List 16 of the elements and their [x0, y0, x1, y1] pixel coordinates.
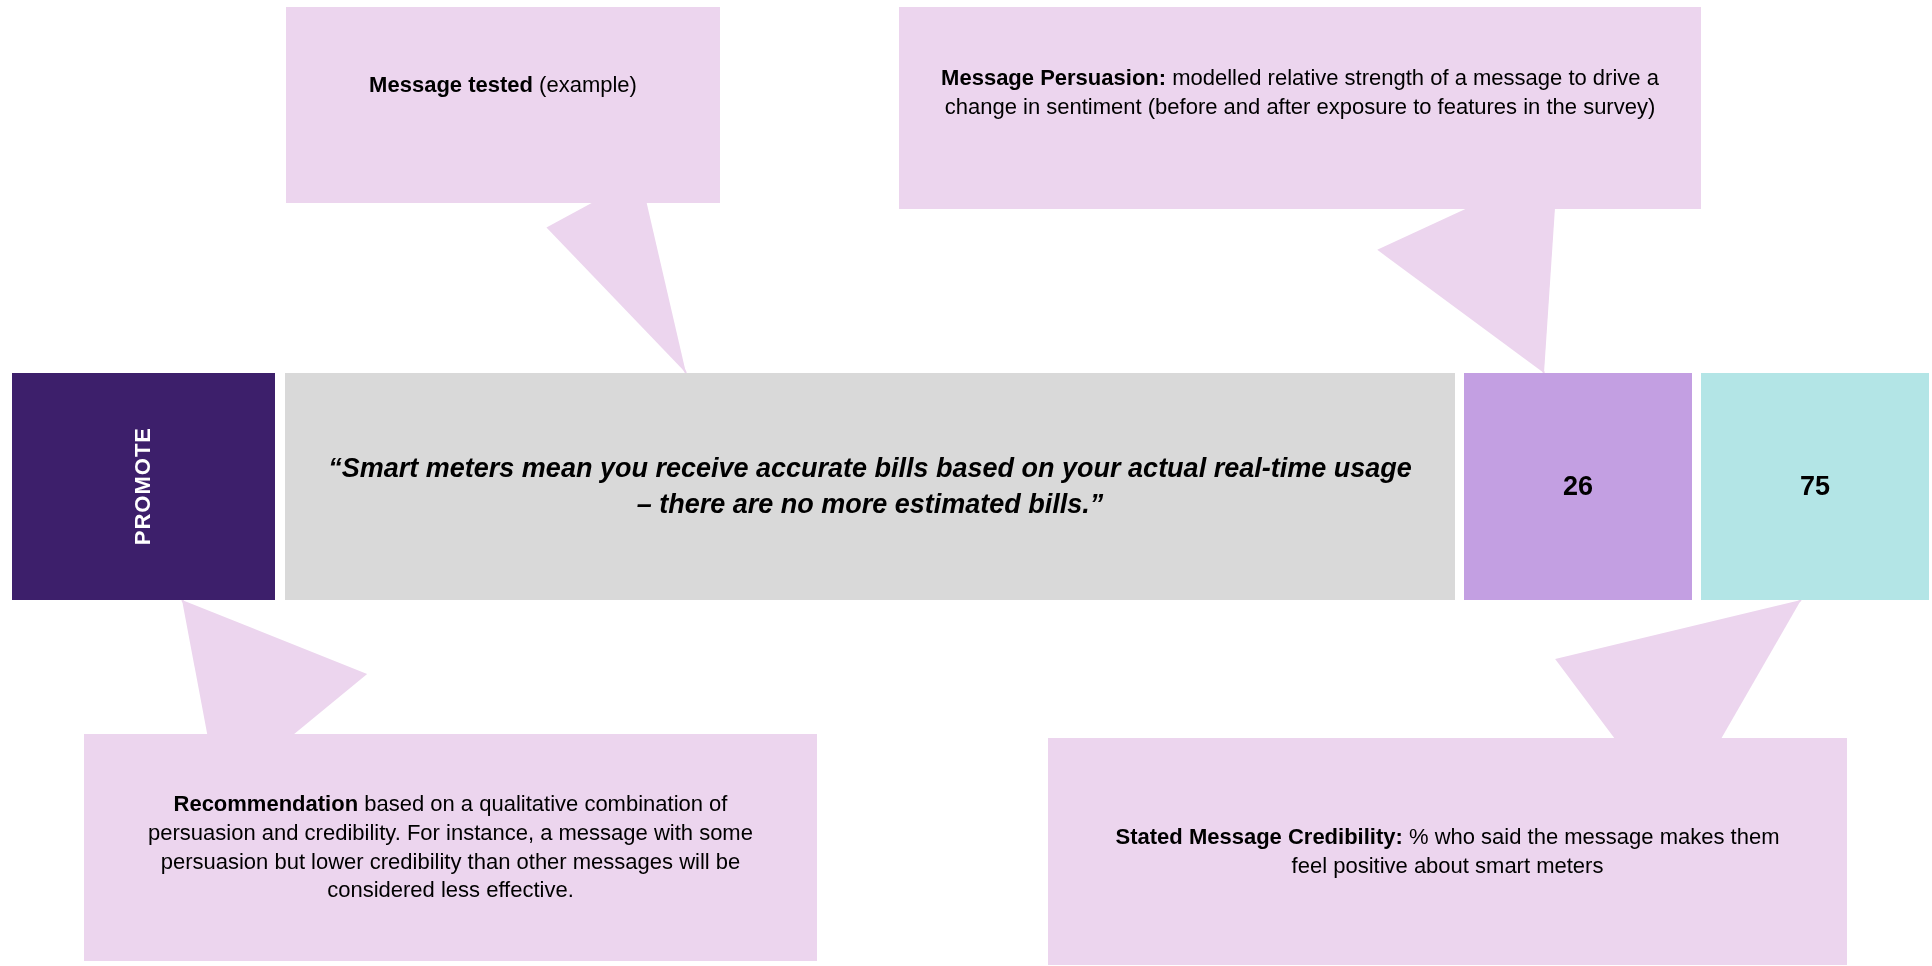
score-value: 75: [1799, 469, 1830, 503]
persuasion-score-box: [1464, 373, 1692, 600]
callout-box: [84, 734, 817, 961]
callout-box: [286, 7, 720, 203]
callout-text: Recommendation based on a qualitative combination of persuasion and credibility. For instance, a message with some persuasion but lower credibility than other messages will be considered less effective.: [147, 790, 754, 905]
credibility-score-box: [1701, 373, 1929, 600]
callout-box: [1048, 738, 1847, 965]
callout-text: Message Persuasion: modelled relative strength of a message to drive a change in sentiment (before and after exposure to features in the survey): [940, 64, 1660, 121]
message-box: [285, 373, 1455, 600]
callout-box: [899, 7, 1701, 209]
recommendation-label: PROMOTE: [129, 427, 157, 546]
recommendation-box: [12, 373, 275, 600]
callout-text: Message tested (example): [369, 70, 637, 99]
callout-text: Stated Message Credibility: % who said the message makes them feel positive about smart meters: [1114, 822, 1781, 880]
message-quote: “Smart meters mean you receive accurate bills based on your actual real-time usage – there are no more estimated bills.”: [327, 452, 1413, 521]
score-value: 26: [1562, 469, 1593, 503]
